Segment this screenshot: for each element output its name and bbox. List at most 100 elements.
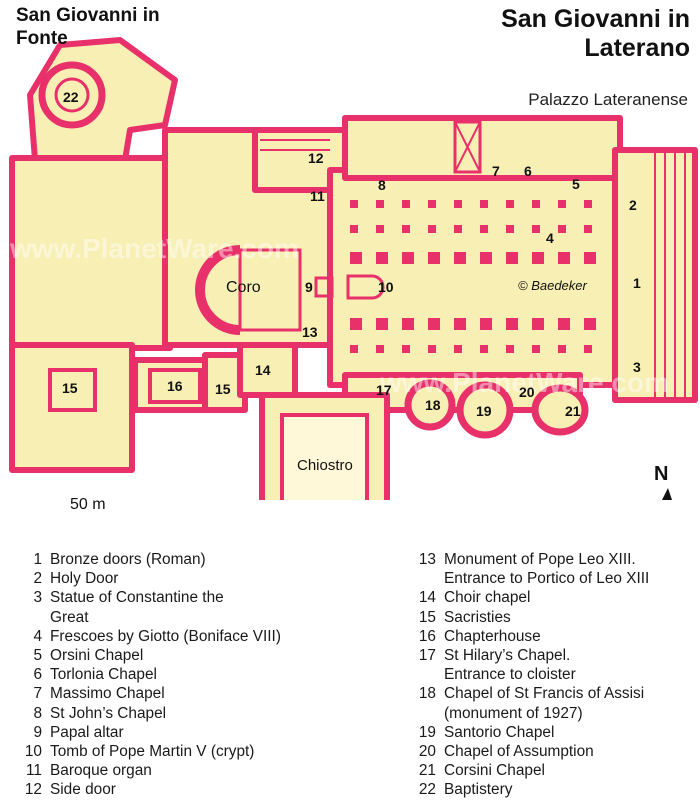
aisle-pillar [402, 200, 410, 208]
map-number-6: 6 [524, 163, 532, 179]
legend-item: 17 St Hilary’s Chapel. Entrance to cloist… [412, 646, 697, 684]
legend-text: Side door [50, 781, 116, 799]
map-number-19: 19 [476, 403, 492, 419]
aisle-pillar [532, 345, 540, 353]
legend-text: Statue of Constantine the Great [50, 589, 224, 626]
legend-text: Monument of Pope Leo XIII. Entrance to P… [444, 551, 650, 588]
label-coro: Coro [226, 279, 261, 296]
legend-item: 21 Corsini Chapel [412, 761, 697, 780]
nave-pillar [350, 252, 362, 264]
scale-label: 50 m [70, 496, 106, 513]
nave-pillar [454, 318, 466, 330]
aisle-pillar [350, 345, 358, 353]
aisle-pillar [376, 225, 384, 233]
legend-item: 20 Chapel of Assumption [412, 742, 697, 761]
map-number-22: 22 [63, 89, 79, 105]
nave-pillar [428, 252, 440, 264]
nave-pillar [558, 318, 570, 330]
nave-pillar [532, 318, 544, 330]
nave-pillar [584, 252, 596, 264]
nave-pillar [506, 252, 518, 264]
label-chiostro: Chiostro [297, 457, 353, 474]
legend-number: 6 [33, 666, 42, 684]
map-number-13: 13 [302, 324, 318, 340]
legend-text: Frescoes by Giotto (Boniface VIII) [50, 627, 281, 645]
nave-pillar [402, 318, 414, 330]
aisle-pillar [558, 345, 566, 353]
aisle-pillar [532, 225, 540, 233]
legend-number: 5 [33, 647, 42, 665]
aisle-pillar [584, 225, 592, 233]
map-number-16: 16 [167, 378, 183, 394]
aisle-pillar [506, 200, 514, 208]
nave-pillar [584, 318, 596, 330]
aisle-pillar [350, 200, 358, 208]
map-number-17: 17 [376, 382, 392, 398]
nave-pillar [454, 252, 466, 264]
legend-text: Chapel of Assumption [444, 743, 594, 761]
nave-pillar [532, 252, 544, 264]
aisle-pillar [584, 200, 592, 208]
map-number-4: 4 [546, 230, 554, 246]
nave-pillar [506, 318, 518, 330]
legend-number: 21 [418, 762, 436, 780]
aisle-pillar [558, 225, 566, 233]
legend-number: 20 [418, 743, 436, 761]
nave-pillar [428, 318, 440, 330]
legend-text: Chapterhouse [444, 627, 541, 645]
svg-text:N: N [654, 463, 668, 485]
map-number-12: 12 [308, 150, 324, 166]
legend-number: 8 [33, 704, 42, 722]
aisle-pillar [454, 200, 462, 208]
aisle-pillar [558, 200, 566, 208]
legend-text: St Hilary’s Chapel. Entrance to cloister [444, 647, 576, 684]
nave-pillar [350, 318, 362, 330]
map-number-20: 20 [519, 384, 535, 400]
map-number-18: 18 [425, 397, 441, 413]
aisle-pillar [428, 200, 436, 208]
legend-number: 17 [418, 647, 436, 665]
aisle-pillar [584, 345, 592, 353]
aisle-pillar [376, 345, 384, 353]
aisle-pillar [480, 345, 488, 353]
legend-text: Papal altar [50, 723, 124, 741]
legend-text: Corsini Chapel [444, 762, 545, 780]
legend-number: 22 [418, 781, 436, 799]
floor-plan-map: www.PlanetWare.com www.PlanetWare.com Co… [9, 37, 698, 500]
aisle-pillar [350, 225, 358, 233]
map-number-3: 3 [633, 359, 641, 375]
north-chapels [342, 115, 623, 181]
legend-number: 1 [33, 551, 42, 568]
map-number-5: 5 [572, 176, 580, 192]
legend-number: 9 [33, 723, 42, 741]
aisle-pillar [402, 225, 410, 233]
aisle-pillar [428, 345, 436, 353]
aisle-pillar [454, 225, 462, 233]
aisle-pillar [428, 225, 436, 233]
map-number-2: 2 [629, 197, 637, 213]
map-number-7: 7 [492, 163, 500, 179]
legend-number: 3 [33, 589, 42, 607]
nave-pillar [558, 252, 570, 264]
map-number-21: 21 [565, 403, 581, 419]
legend-number: 18 [418, 685, 436, 703]
map-number-8: 8 [378, 177, 386, 193]
legend-number: 12 [24, 781, 42, 799]
map-number-15b: 15 [215, 381, 231, 397]
aisle-pillar [480, 225, 488, 233]
legend-number: 19 [418, 723, 436, 741]
legend-text: Tomb of Pope Martin V (crypt) [50, 743, 255, 761]
legend-text: Sacristies [444, 608, 511, 626]
aisle-pillar [506, 345, 514, 353]
nave-pillar [480, 318, 492, 330]
